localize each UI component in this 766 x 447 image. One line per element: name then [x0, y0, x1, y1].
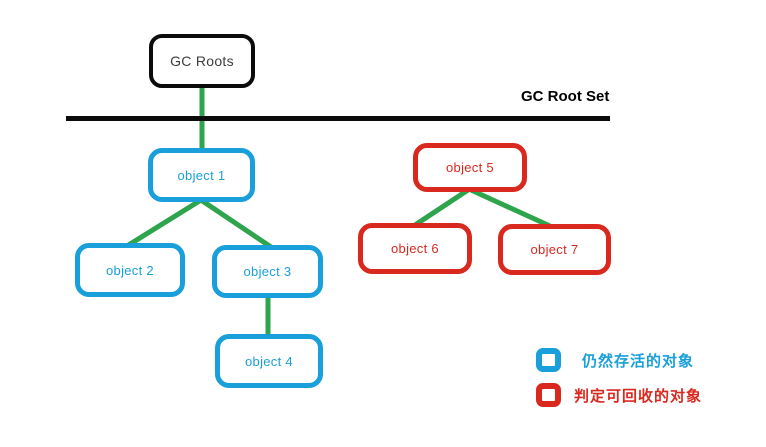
node-object-2-label: object 2 [106, 262, 154, 278]
node-object-2: object 2 [75, 243, 185, 297]
gc-root-set-line [66, 116, 610, 121]
gc-roots-node: GC Roots [149, 34, 255, 88]
node-object-4: object 4 [215, 334, 323, 388]
node-object-6-label: object 6 [391, 241, 439, 256]
node-object-5-label: object 5 [446, 160, 494, 175]
alive-swatch-icon [536, 348, 561, 372]
gc-roots-label: GC Roots [170, 53, 234, 69]
node-object-1: object 1 [148, 148, 255, 202]
edge-object5-object6 [410, 187, 470, 230]
legend-alive-label: 仍然存活的对象 [582, 352, 695, 370]
legend-collectable-label: 判定可回收的对象 [574, 387, 703, 405]
edge-object1-object3 [199, 197, 273, 250]
node-object-7-label: object 7 [530, 242, 579, 257]
node-object-3-label: object 3 [243, 264, 292, 279]
node-object-1-label: object 1 [177, 167, 226, 183]
node-object-6: object 6 [358, 223, 472, 274]
node-object-3: object 3 [212, 245, 323, 298]
legend-row-collectable: 判定可回收的对象 [536, 383, 702, 407]
node-object-5: object 5 [413, 143, 527, 192]
edge-object5-object7 [469, 187, 552, 229]
collectable-swatch-icon [536, 383, 561, 407]
legend-row-alive: 仍然存活的对象 [536, 348, 694, 372]
node-object-4-label: object 4 [245, 353, 293, 369]
gc-root-set-label: GC Root Set [521, 88, 610, 105]
edge-object1-object2 [125, 197, 203, 249]
node-object-7: object 7 [498, 224, 611, 275]
